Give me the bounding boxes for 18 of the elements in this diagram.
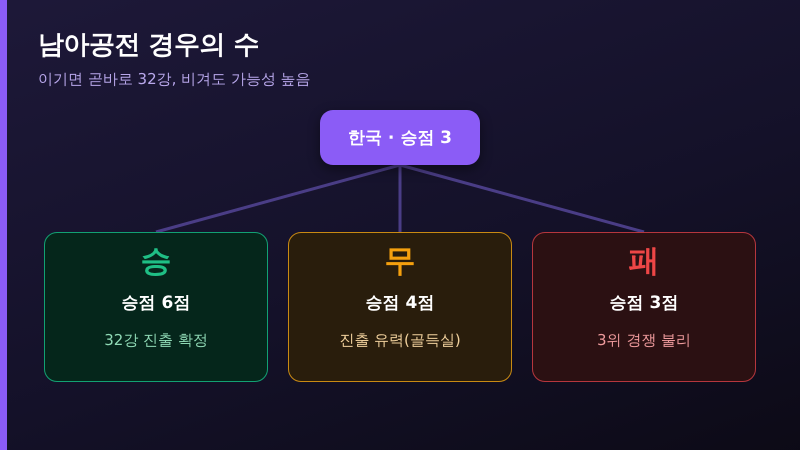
outcome-note: 32강 진출 확정 bbox=[104, 330, 208, 351]
result-letter: 승 bbox=[140, 242, 172, 281]
connector-line bbox=[156, 164, 400, 234]
outcome-card bbox=[44, 232, 268, 382]
outcome-card bbox=[532, 232, 756, 382]
outcome-note: 3위 경쟁 불리 bbox=[596, 330, 692, 351]
outcome-card bbox=[288, 232, 512, 382]
points-text: 승점 6점 bbox=[122, 292, 190, 315]
title: 남아공전 경우의 수 bbox=[38, 29, 260, 62]
subtitle: 이기면 곧바로 32강, 비겨도 가능성 높음 bbox=[38, 70, 311, 89]
points-text: 승점 3점 bbox=[610, 292, 678, 315]
result-letter: 무 bbox=[384, 242, 416, 281]
points-text: 승점 4점 bbox=[366, 292, 434, 315]
connector-line bbox=[400, 164, 644, 234]
outcome-note: 진출 유력(골득실) bbox=[339, 330, 461, 351]
result-letter: 패 bbox=[628, 242, 660, 281]
connector-line bbox=[398, 165, 402, 232]
team-points-box: 한국 · 승점 3 bbox=[320, 110, 480, 165]
